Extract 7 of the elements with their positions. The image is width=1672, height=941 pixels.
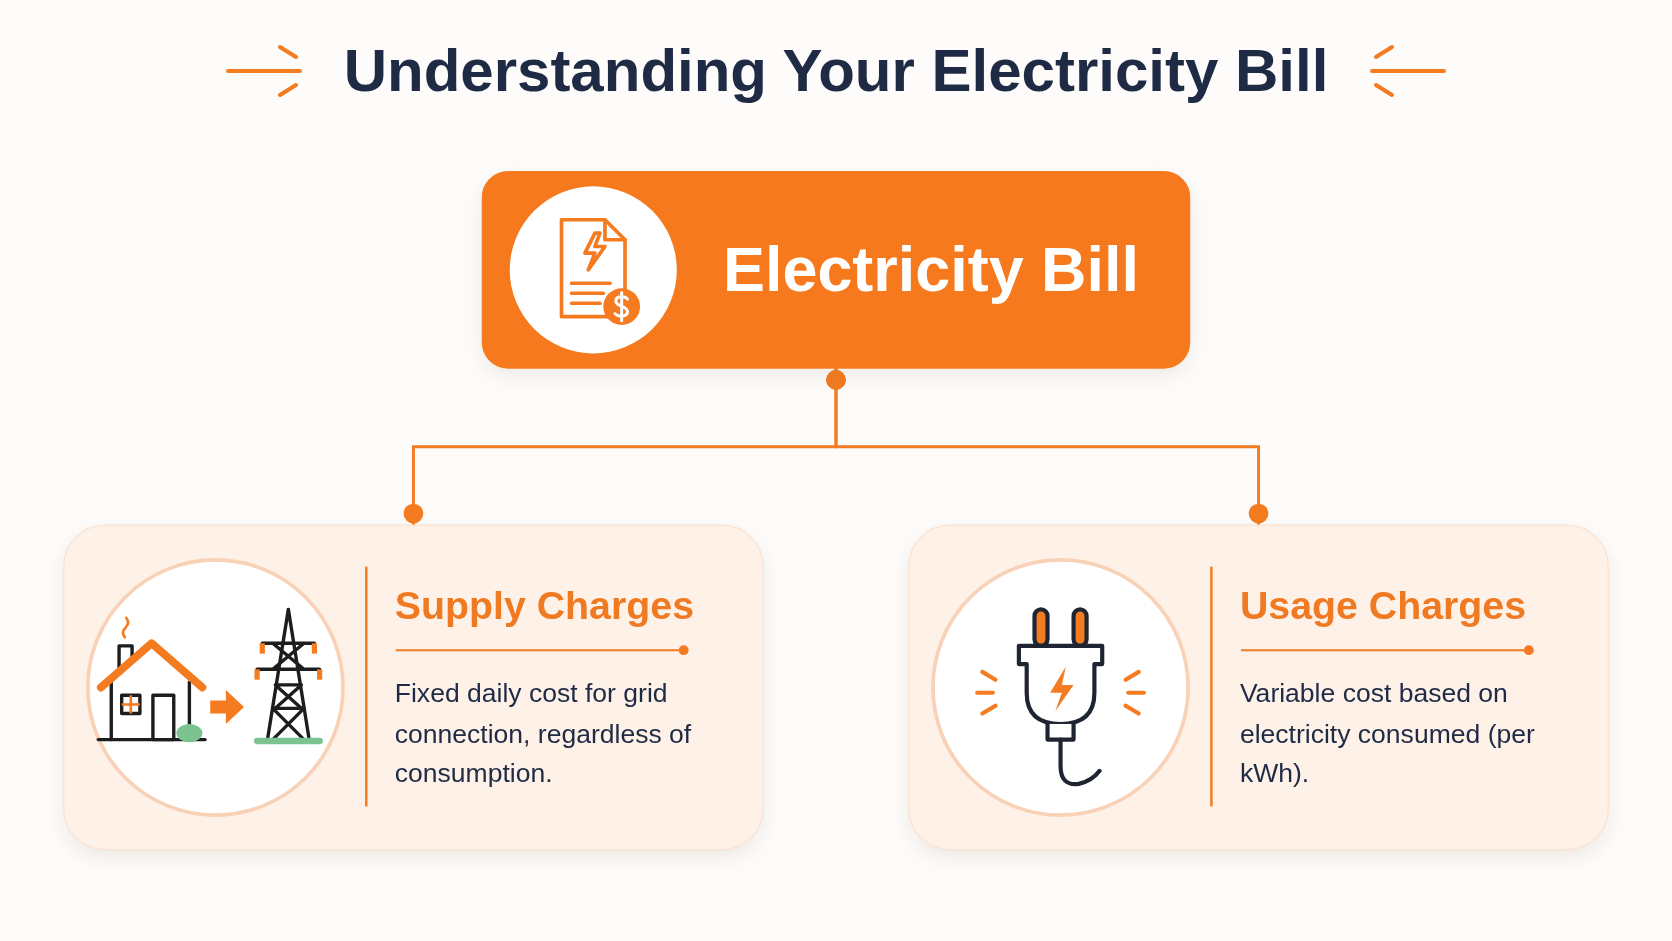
card-description: Variable cost based on electricity consumed (per kWh). <box>1239 677 1536 790</box>
card-description: Fixed daily cost for grid connection, regardless of consumption. <box>394 677 693 790</box>
connector-line <box>826 368 1269 526</box>
box-title: Electricity Bill <box>723 233 1139 307</box>
card-heading: Usage Charges <box>1239 582 1528 629</box>
card-heading: Supply Charges <box>394 582 695 629</box>
title: Understanding Your Electricity Bill <box>343 36 1329 105</box>
